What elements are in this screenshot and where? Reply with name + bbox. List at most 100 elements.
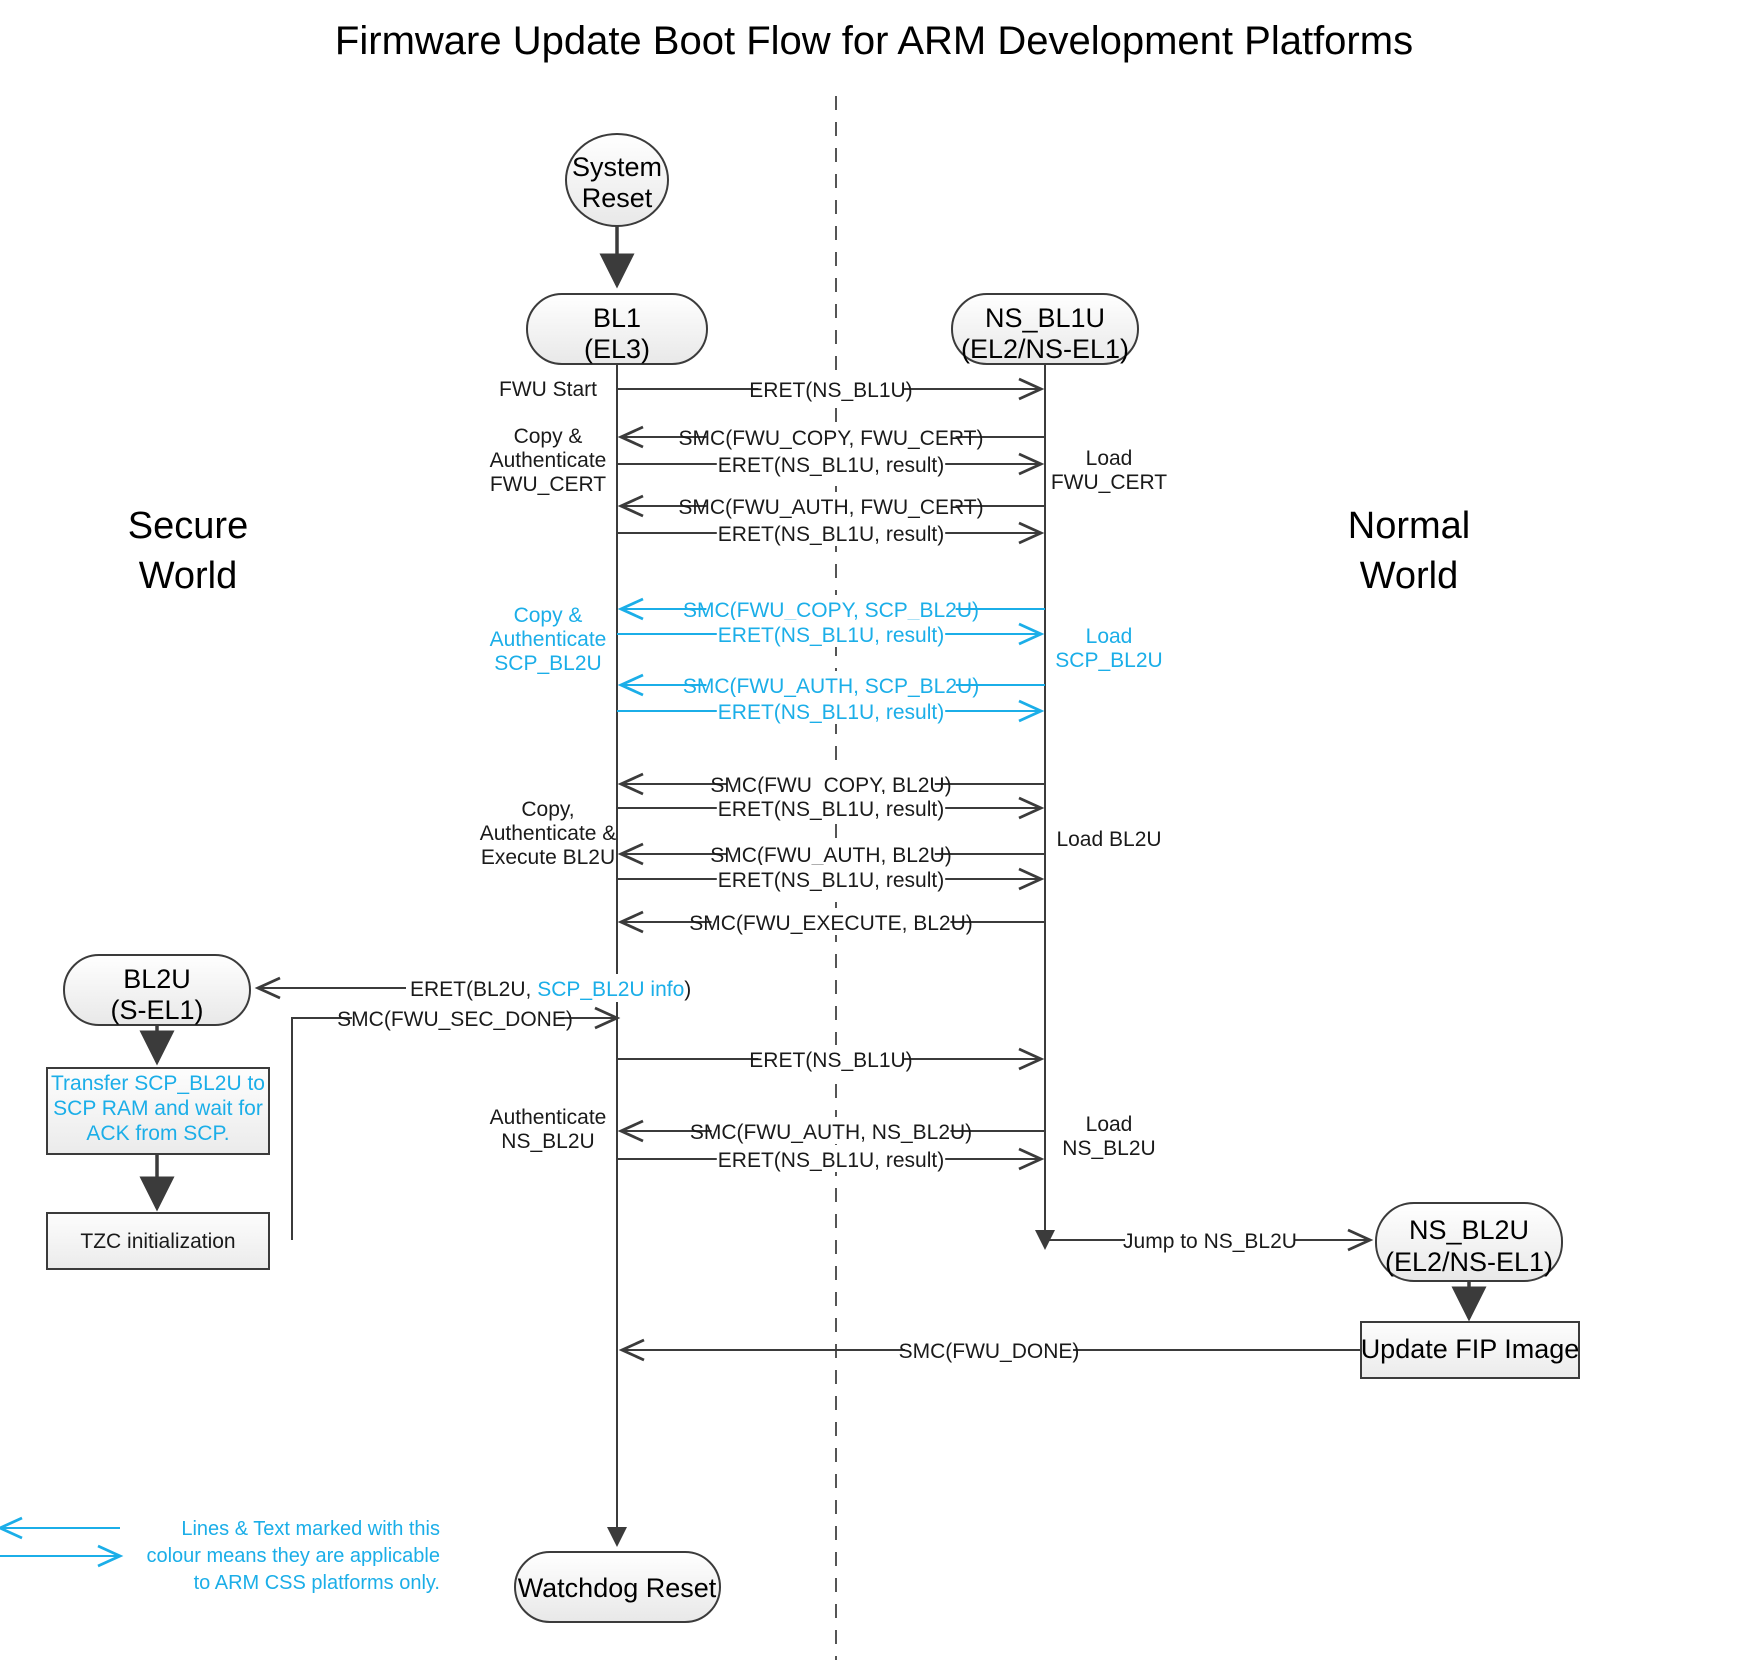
legend-line2: colour means they are applicable [146,1545,440,1567]
right-annotation-1-line-1: SCP_BL2U [1055,649,1162,672]
left-annotation-1-line-0: Copy & [514,425,583,448]
message-8: ERET(NS_BL1U, result) [617,697,1045,724]
node-ns-bl2u-label-line1: NS_BL2U [1409,1215,1529,1245]
message-label-12: ERET(NS_BL1U, result) [718,869,944,892]
box-tzc-initialization[interactable] [46,1212,270,1270]
msg-smc-fwu-done: SMC(FWU_DONE) [899,1340,1080,1363]
message-label-5: SMC(FWU_COPY, SCP_BL2U) [683,599,979,622]
left-annotation-4-line-0: Authenticate [490,1106,607,1129]
node-system-reset-label-line1: System [572,152,662,182]
node-watchdog-reset[interactable] [514,1551,721,1623]
left-annotation-3-line-2: Execute BL2U [481,846,615,869]
page-title: Firmware Update Boot Flow for ARM Develo… [335,19,1413,63]
node-ns-bl2u-label-line2: (EL2/NS-EL1) [1385,1247,1553,1277]
message-label-16: ERET(NS_BL1U, result) [718,1149,944,1172]
left-annotation-1-line-2: FWU_CERT [490,473,606,496]
node-ns-bl1u-label-line2: (EL2/NS-EL1) [961,334,1129,364]
left-annotation-2-line-1: Authenticate [490,628,607,651]
message-11: SMC(FWU_AUTH, BL2U) [617,840,1045,867]
right-annotation-0-line-0: Load [1086,447,1133,470]
box-transfer-line2: SCP RAM and wait for [53,1097,263,1120]
message-9: SMC(FWU_COPY, BL2U) [617,770,1045,797]
node-system-reset-label-line2: Reset [582,183,653,213]
right-annotation-3-line-1: NS_BL2U [1062,1137,1155,1160]
node-watchdog-reset-label: Watchdog Reset [518,1573,717,1603]
msg-eret-bl2u-pre: ERET(BL2U, [410,978,537,1001]
left-annotation-2-line-2: SCP_BL2U [494,652,601,675]
left-annotation-0-line-0: FWU Start [499,378,597,401]
message-label-bg-2 [716,450,946,477]
message-5: SMC(FWU_COPY, SCP_BL2U) [617,595,1045,622]
box-transfer-scp-bl2u[interactable] [46,1067,270,1155]
message-label-3: SMC(FWU_AUTH, FWU_CERT) [678,496,983,519]
box-update-fip-label: Update FIP Image [1361,1334,1580,1364]
message-12: ERET(NS_BL1U, result) [617,865,1045,892]
message-13: SMC(FWU_EXECUTE, BL2U) [617,908,1045,935]
right-annotation-3-line-0: Load [1086,1113,1133,1136]
right-annotation-2-line-0: Load BL2U [1056,828,1161,851]
normal-world-label-line1: Normal [1348,505,1470,547]
message-label-bg-15 [711,1117,951,1144]
message-1: SMC(FWU_COPY, FWU_CERT) [617,423,1045,450]
message-label-14: ERET(NS_BL1U) [749,1049,912,1072]
left-annotation-1-line-1: Authenticate [490,449,607,472]
secure-world-label-line1: Secure [128,505,248,547]
normal-world-label-line2: World [1360,555,1459,597]
message-0: ERET(NS_BL1U) [617,375,1045,402]
message-7: SMC(FWU_AUTH, SCP_BL2U) [617,671,1045,698]
message-label-4: ERET(NS_BL1U, result) [718,523,944,546]
message-16: ERET(NS_BL1U, result) [617,1145,1045,1172]
msg-jump-to-ns-bl2u: Jump to NS_BL2U [1123,1230,1297,1253]
msg-eret-bl2u-post: ) [684,978,691,1001]
message-4: ERET(NS_BL1U, result) [617,519,1045,546]
node-bl2u-label-line2: (S-EL1) [110,995,203,1025]
message-10: ERET(NS_BL1U, result) [617,794,1045,821]
left-annotation-3-line-0: Copy, [521,798,574,821]
message-label-bg-11 [727,840,935,867]
message-label-bg-8 [716,697,946,724]
message-label-0: ERET(NS_BL1U) [749,379,912,402]
right-annotation-0-line-1: FWU_CERT [1051,471,1167,494]
message-label-11: SMC(FWU_AUTH, BL2U) [710,844,952,867]
right-annotation-1-line-0: Load [1086,625,1133,648]
message-arrows: ERET(NS_BL1U)SMC(FWU_COPY, FWU_CERT)ERET… [617,375,1045,1172]
message-label-bg-13 [711,908,951,935]
message-label-bg-16 [716,1145,946,1172]
message-label-bg-0 [758,375,904,402]
message-label-6: ERET(NS_BL1U, result) [718,624,944,647]
message-label-bg-10 [716,794,946,821]
message-6: ERET(NS_BL1U, result) [617,620,1045,647]
legend-line1: Lines & Text marked with this [181,1518,440,1540]
box-update-fip-image[interactable] [1360,1321,1580,1379]
node-bl1-label-line1: BL1 [593,303,641,333]
left-annotation-4-line-1: NS_BL2U [501,1130,594,1153]
arrow-smc-fwu-sec-done [291,1006,621,1240]
message-label-bg-12 [716,865,946,892]
message-label-7: SMC(FWU_AUTH, SCP_BL2U) [683,675,979,698]
secure-world-label-line2: World [139,555,238,597]
left-annotation-2-line-0: Copy & [514,604,583,627]
node-bl2u-label-line1: BL2U [123,964,191,994]
msg-eret-bl2u: ERET(BL2U, SCP_BL2U info) [410,978,691,1001]
message-label-bg-14 [758,1045,904,1072]
message-3: SMC(FWU_AUTH, FWU_CERT) [617,492,1045,519]
message-2: ERET(NS_BL1U, result) [617,450,1045,477]
legend-line3: to ARM CSS platforms only. [194,1572,440,1594]
message-label-1: SMC(FWU_COPY, FWU_CERT) [679,427,984,450]
message-label-8: ERET(NS_BL1U, result) [718,701,944,724]
message-label-bg-9 [727,770,935,797]
message-15: SMC(FWU_AUTH, NS_BL2U) [617,1117,1045,1144]
node-bl1-label-line2: (EL3) [584,334,650,364]
message-label-bg-1 [706,423,956,450]
message-label-9: SMC(FWU_COPY, BL2U) [710,774,951,797]
message-label-bg-4 [716,519,946,546]
message-label-10: ERET(NS_BL1U, result) [718,798,944,821]
message-label-bg-5 [706,595,956,622]
label-bg-fwu-done [905,1336,1073,1364]
left-annotation-3-line-1: Authenticate & [480,822,617,845]
message-14: ERET(NS_BL1U) [617,1045,1045,1072]
